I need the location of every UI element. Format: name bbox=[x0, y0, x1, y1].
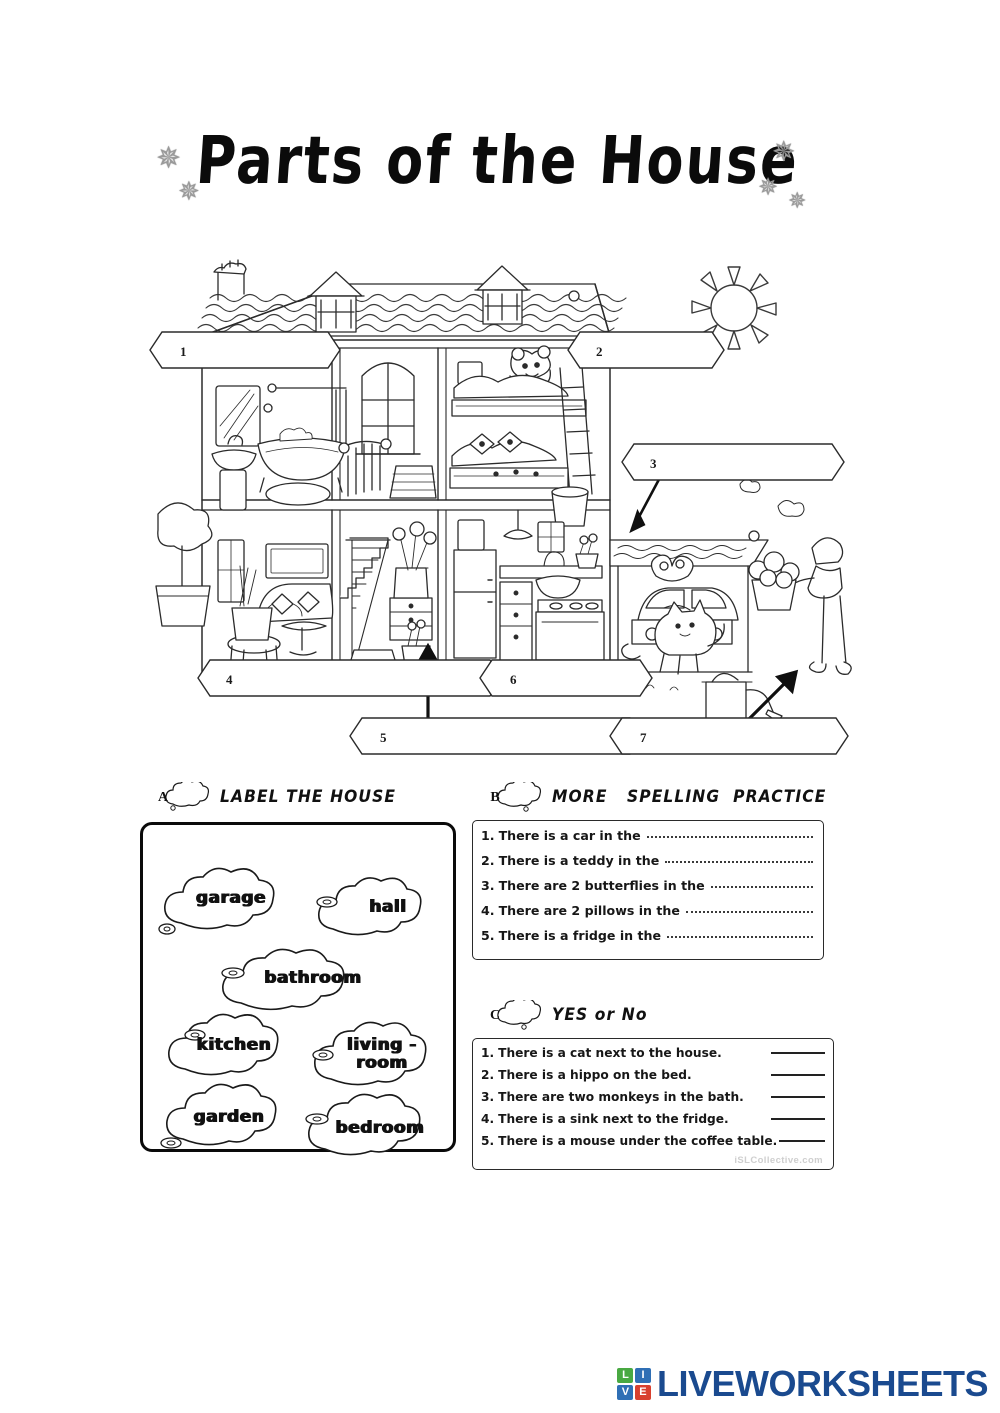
callout-number-3: 3 bbox=[650, 456, 657, 471]
c-item-3: 3. There are two monkeys in the bath. bbox=[481, 1090, 825, 1112]
b-item-number: 3. bbox=[481, 878, 495, 893]
logo-tile-e: E bbox=[634, 1384, 651, 1400]
callout-number-6: 6 bbox=[510, 672, 517, 687]
b-item-number: 2. bbox=[481, 853, 495, 868]
house-illustration: 1 2 3 4 6 5 7 bbox=[140, 248, 860, 768]
exercise-b: B MORE SPELLING PRACTICE 1. There is a c… bbox=[472, 782, 842, 960]
b-item-number: 1. bbox=[481, 828, 495, 843]
b-item-text: There is a teddy in the bbox=[498, 853, 660, 868]
exercise-c-letter-cloud bbox=[496, 1000, 542, 1030]
star-icon: ✵ bbox=[156, 142, 182, 175]
callout-number-1: 1 bbox=[180, 344, 187, 359]
b-item-text: There are 2 butterflies in the bbox=[498, 878, 705, 893]
liveworksheets-logo[interactable]: L I V E LIVEWORKSHEETS bbox=[617, 1363, 989, 1405]
c-item-text: There is a hippo on the bed. bbox=[498, 1068, 692, 1082]
b-item-number: 4. bbox=[481, 903, 495, 918]
b-item-1: 1. There is a car in the bbox=[481, 828, 815, 853]
callout-number-7: 7 bbox=[640, 730, 647, 745]
c-item-1: 1. There is a cat next to the house. bbox=[481, 1046, 825, 1068]
b-item-4: 4. There are 2 pillows in the bbox=[481, 903, 815, 928]
c-item-text: There is a mouse under the coffee table. bbox=[498, 1134, 778, 1148]
star-icon: ✵ bbox=[772, 136, 796, 167]
star-icon: ✵ bbox=[758, 174, 779, 201]
liveworksheets-logo-tiles: L I V E bbox=[617, 1368, 651, 1400]
b-answer-blank[interactable] bbox=[665, 861, 813, 863]
c-answer-blank[interactable] bbox=[771, 1074, 825, 1076]
c-answer-blank[interactable] bbox=[779, 1140, 825, 1142]
b-item-text: There is a fridge in the bbox=[498, 928, 662, 943]
c-item-number: 1. bbox=[481, 1046, 495, 1060]
sun-icon bbox=[691, 266, 777, 350]
star-icon: ✵ bbox=[788, 188, 807, 213]
callout-number-5: 5 bbox=[380, 730, 387, 745]
exercise-c-letter: C bbox=[489, 1007, 501, 1023]
star-cluster-left: ✵ ✵ bbox=[148, 140, 228, 220]
b-item-number: 5. bbox=[481, 928, 495, 943]
b-item-5: 5. There is a fridge in the bbox=[481, 928, 815, 953]
word-cloud-kitchen[interactable]: kitchen bbox=[157, 1009, 309, 1091]
b-answer-blank[interactable] bbox=[710, 886, 813, 888]
page-title: Parts of the House bbox=[193, 121, 802, 199]
exercise-b-letter-cloud bbox=[496, 782, 542, 812]
logo-tile-v: V bbox=[617, 1384, 634, 1400]
c-item-4: 4. There is a sink next to the fridge. bbox=[481, 1112, 825, 1134]
word-cloud-label: kitchen bbox=[196, 1035, 272, 1056]
star-cluster-right: ✵ ✵ ✵ bbox=[758, 136, 842, 216]
star-icon: ✵ bbox=[178, 176, 200, 206]
b-item-2: 2. There is a teddy in the bbox=[481, 853, 815, 878]
title-row: ✵ ✵ Parts of the House ✵ ✵ ✵ bbox=[0, 121, 1000, 238]
exercise-a-letter-cloud bbox=[164, 782, 210, 812]
word-cloud-garden[interactable]: garden bbox=[155, 1081, 305, 1163]
b-item-text: There are 2 pillows in the bbox=[498, 903, 680, 918]
word-cloud-hall[interactable]: hall bbox=[307, 871, 447, 951]
logo-tile-i: I bbox=[634, 1368, 651, 1384]
logo-tile-l: L bbox=[617, 1368, 634, 1384]
exercise-c-heading: YES or No bbox=[552, 1005, 648, 1025]
c-answer-blank[interactable] bbox=[771, 1052, 825, 1054]
b-answer-blank[interactable] bbox=[685, 911, 813, 913]
b-answer-blank[interactable] bbox=[667, 936, 813, 938]
word-cloud-bathroom[interactable]: bathroom bbox=[209, 943, 391, 1025]
exercise-a-heading: LABEL THE HOUSE bbox=[220, 787, 397, 807]
b-item-text: There is a car in the bbox=[498, 828, 641, 843]
word-cloud-label: garden bbox=[193, 1107, 265, 1128]
word-cloud-label: garage bbox=[195, 888, 267, 909]
exercise-b-letter: B bbox=[490, 789, 500, 805]
c-item-number: 4. bbox=[481, 1112, 495, 1126]
exercise-b-header: B MORE SPELLING PRACTICE bbox=[472, 782, 842, 816]
exercise-a-header: A LABEL THE HOUSE bbox=[140, 782, 470, 816]
word-cloud-living-room[interactable]: living - room bbox=[303, 1013, 445, 1103]
exercise-c-box: 1. There is a cat next to the house. 2. … bbox=[472, 1038, 834, 1170]
c-item-number: 2. bbox=[481, 1068, 495, 1082]
word-cloud-label: living - room bbox=[347, 1035, 417, 1073]
word-bank-panel: garage hall bathroom kitch bbox=[140, 822, 456, 1156]
c-item-text: There is a sink next to the fridge. bbox=[498, 1112, 729, 1126]
c-item-5: 5. There is a mouse under the coffee tab… bbox=[481, 1134, 825, 1156]
word-cloud-label: bathroom bbox=[264, 968, 362, 989]
exercise-a-letter: A bbox=[157, 789, 169, 805]
word-cloud-bedroom[interactable]: bedroom bbox=[295, 1091, 451, 1175]
exercise-c: C YES or No 1. There is a cat next to th… bbox=[472, 1000, 842, 1170]
c-answer-blank[interactable] bbox=[771, 1118, 825, 1120]
exercise-b-box: 1. There is a car in the 2. There is a t… bbox=[472, 820, 824, 960]
word-cloud-label: hall bbox=[369, 897, 407, 918]
exercise-c-header: C YES or No bbox=[472, 1000, 842, 1034]
c-item-2: 2. There is a hippo on the bed. bbox=[481, 1068, 825, 1090]
c-item-text: There is a cat next to the house. bbox=[498, 1046, 722, 1060]
liveworksheets-logo-text: LIVEWORKSHEETS bbox=[656, 1363, 989, 1404]
source-watermark: iSLCollective.com bbox=[734, 1155, 823, 1166]
c-item-number: 3. bbox=[481, 1090, 495, 1104]
b-item-3: 3. There are 2 butterflies in the bbox=[481, 878, 815, 903]
c-item-text: There are two monkeys in the bath. bbox=[498, 1090, 744, 1104]
b-answer-blank[interactable] bbox=[646, 836, 813, 838]
exercise-b-heading: MORE SPELLING PRACTICE bbox=[552, 787, 827, 807]
callout-number-4: 4 bbox=[226, 672, 233, 687]
callout-number-2: 2 bbox=[596, 344, 603, 359]
word-cloud-label: bedroom bbox=[335, 1118, 425, 1139]
c-item-number: 5. bbox=[481, 1134, 495, 1148]
word-cloud-garage[interactable]: garage bbox=[153, 861, 305, 947]
callout-banners bbox=[149, 331, 849, 755]
c-answer-blank[interactable] bbox=[771, 1096, 825, 1098]
exercise-a: A LABEL THE HOUSE garage hall bbox=[140, 782, 470, 1156]
